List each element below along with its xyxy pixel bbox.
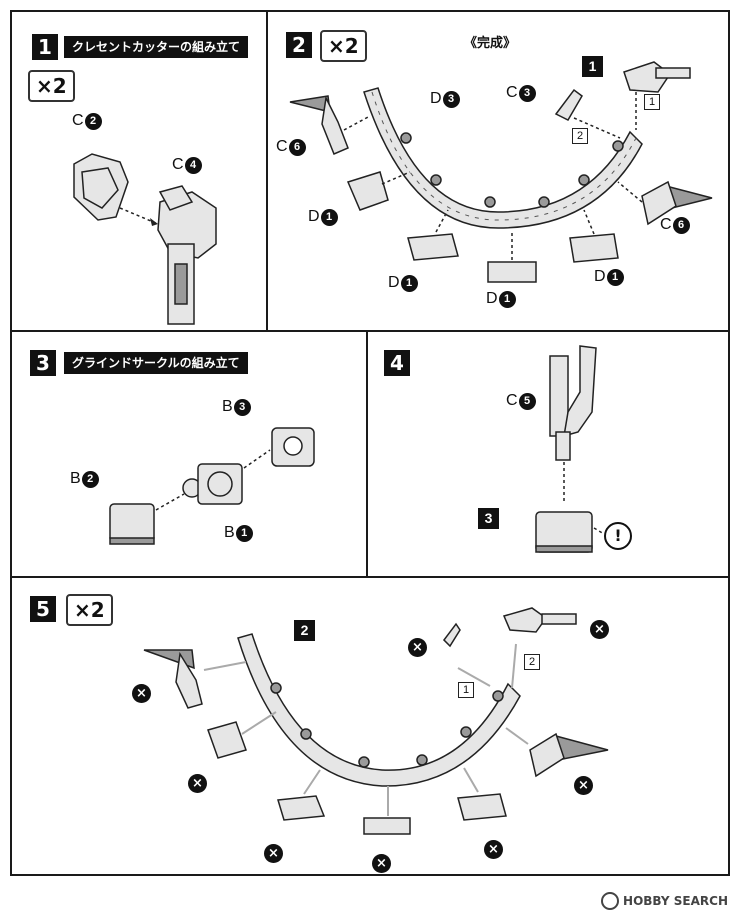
s5-order-box-1: 1 bbox=[458, 682, 474, 698]
hobby-search-logo-icon bbox=[601, 892, 620, 910]
watermark-text: HOBBY SEARCH bbox=[623, 894, 728, 908]
step-4-diagram bbox=[535, 345, 605, 553]
warning-icon: ! bbox=[604, 522, 632, 550]
ref-step-1: 1 bbox=[582, 56, 603, 77]
order-box-1: 1 bbox=[644, 94, 660, 110]
watermark: HOBBY SEARCH bbox=[601, 892, 728, 910]
remove-icon: × bbox=[264, 844, 283, 863]
order-box-2: 2 bbox=[572, 128, 588, 144]
remove-icon: × bbox=[484, 840, 503, 859]
step-1-diagram bbox=[73, 153, 217, 325]
remove-icon: × bbox=[372, 854, 391, 873]
step-1-multiplier: ×2 bbox=[28, 70, 75, 102]
ref-step-2: 2 bbox=[294, 620, 315, 641]
remove-icon: × bbox=[132, 684, 151, 703]
remove-icon: × bbox=[408, 638, 427, 657]
complete-label: 《完成》 bbox=[464, 36, 517, 51]
step-2-number: 2 bbox=[286, 32, 312, 58]
remove-icon: × bbox=[590, 620, 609, 639]
step-2-multiplier: ×2 bbox=[320, 30, 367, 62]
step-5-multiplier: ×2 bbox=[66, 594, 113, 626]
step-3-number: 3 bbox=[30, 350, 56, 376]
s5-order-box-2: 2 bbox=[524, 654, 540, 670]
remove-icon: × bbox=[188, 774, 207, 793]
step-3-title: グラインドサークルの組み立て bbox=[64, 352, 248, 374]
step-3-diagram bbox=[109, 427, 315, 545]
step-2-diagram bbox=[289, 61, 713, 283]
step-4-number: 4 bbox=[384, 350, 410, 376]
step-1-number: 1 bbox=[32, 34, 58, 60]
step-1-title: クレセントカッターの組み立て bbox=[64, 36, 249, 58]
step-5-panel: 5 ×2 2 1 2 × × × bbox=[10, 576, 730, 876]
step-5-number: 5 bbox=[30, 596, 56, 622]
step-5-diagram bbox=[143, 607, 609, 835]
ref-step-3: 3 bbox=[478, 508, 499, 529]
remove-icon: × bbox=[574, 776, 593, 795]
